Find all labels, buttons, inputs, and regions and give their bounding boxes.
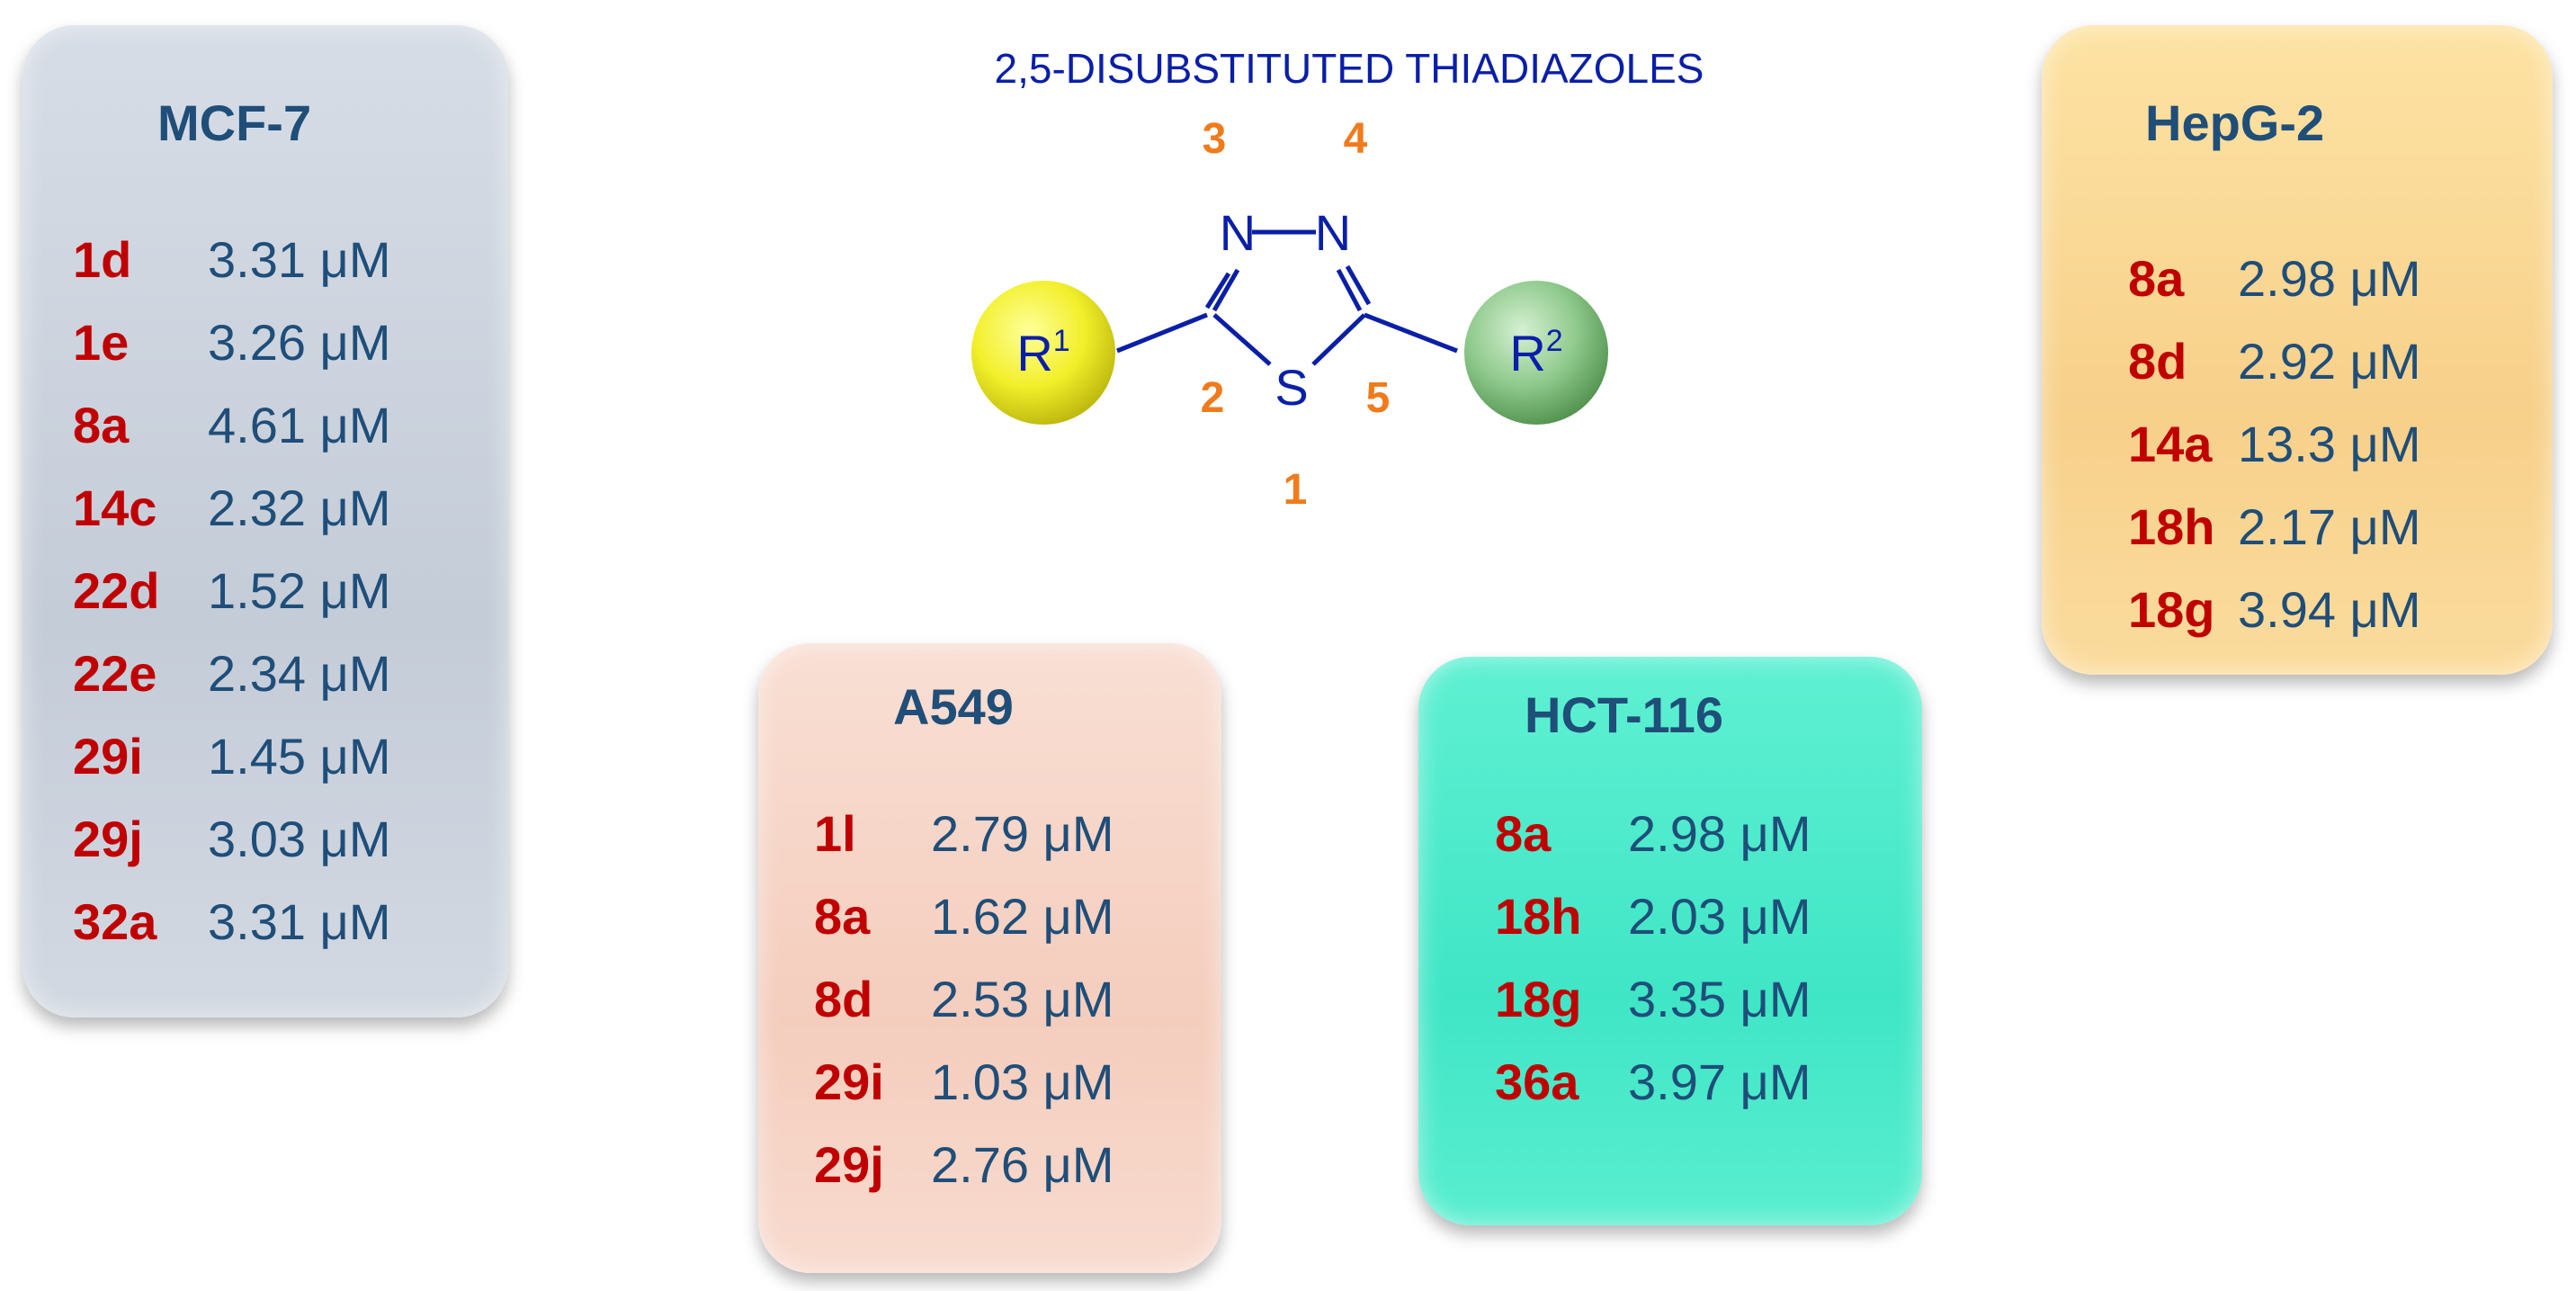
activity-row: 8a 4.61 μM bbox=[73, 383, 390, 466]
compound-id: 18g bbox=[2128, 580, 2215, 638]
activity-row: 22d 1.52 μM bbox=[73, 549, 390, 632]
r1-label: R1 bbox=[1016, 324, 1069, 381]
card-title: HepG-2 bbox=[2145, 94, 2325, 151]
position-label-2: 2 bbox=[1201, 374, 1225, 422]
ic50-value: 2.17 μM bbox=[2238, 498, 2421, 555]
ic50-value: 2.03 μM bbox=[1628, 887, 1811, 945]
compound-id: 22d bbox=[73, 561, 160, 619]
ic50-value: 2.98 μM bbox=[2238, 249, 2421, 307]
compound-id: 29i bbox=[73, 727, 143, 784]
ic50-value: 2.92 μM bbox=[2238, 332, 2421, 390]
compound-id: 29i bbox=[814, 1053, 884, 1110]
compound-id: 1e bbox=[73, 313, 130, 371]
compound-id: 8a bbox=[73, 396, 130, 453]
activity-row: 8a 2.98 μM bbox=[1495, 792, 1811, 874]
ring-bonds bbox=[1116, 229, 1458, 366]
compound-id: 8a bbox=[1495, 804, 1552, 862]
compound-id: 14a bbox=[2128, 415, 2213, 472]
ic50-value: 13.3 μM bbox=[2238, 415, 2421, 472]
card-title: A549 bbox=[893, 678, 1014, 735]
ic50-value: 3.97 μM bbox=[1628, 1053, 1811, 1110]
compound-id: 18g bbox=[1495, 970, 1582, 1027]
ic50-value: 1.62 μM bbox=[931, 887, 1114, 945]
ic50-value: 2.32 μM bbox=[208, 479, 391, 536]
activity-row: 8a 2.98 μM bbox=[2128, 237, 2420, 319]
ic50-value: 3.03 μM bbox=[208, 810, 391, 867]
ic50-value: 2.34 μM bbox=[208, 644, 391, 702]
r1-sphere bbox=[971, 281, 1115, 425]
activity-row: 29i 1.03 μM bbox=[814, 1040, 1114, 1123]
ic50-value: 2.53 μM bbox=[931, 970, 1114, 1027]
activity-row: 18h 2.17 μM bbox=[2128, 485, 2420, 568]
compound-id: 18h bbox=[2128, 498, 2215, 555]
compound-id: 18h bbox=[1495, 887, 1582, 945]
ic50-value: 1.45 μM bbox=[208, 727, 391, 784]
compound-id: 29j bbox=[814, 1135, 884, 1193]
ic50-value: 4.61 μM bbox=[208, 396, 391, 453]
activity-list: 1d 3.31 μM 1e 3.26 μM 8a 4.61 μM 14c 2.32 μM… bbox=[73, 218, 390, 963]
card-title: MCF-7 bbox=[157, 94, 312, 151]
ic50-value: 3.26 μM bbox=[208, 313, 391, 371]
ic50-value: 1.03 μM bbox=[931, 1053, 1114, 1110]
activity-list: 1l 2.79 μM 8a 1.62 μM 8d 2.53 μM 29i 1.03 μM… bbox=[814, 792, 1114, 1206]
substituent-r2: R2 bbox=[1464, 281, 1608, 425]
activity-row: 18h 2.03 μM bbox=[1495, 874, 1811, 957]
activity-row: 32a 3.31 μM bbox=[73, 880, 390, 963]
card-a549: A549 1l 2.79 μM 8a 1.62 μM 8d 2.53 μM 29i 1.… bbox=[758, 643, 1221, 1273]
position-label-5: 5 bbox=[1366, 374, 1391, 422]
position-label-1: 1 bbox=[1284, 466, 1308, 514]
card-hct116: HCT-116 8a 2.98 μM 18h 2.03 μM 18g 3.35 μM … bbox=[1418, 657, 1922, 1225]
compound-id: 8d bbox=[2128, 332, 2187, 390]
activity-row: 1d 3.31 μM bbox=[73, 218, 390, 300]
compound-id: 29j bbox=[73, 810, 143, 867]
card-mcf7: MCF-7 1d 3.31 μM 1e 3.26 μM 8a 4.61 μM 14c 2… bbox=[22, 25, 508, 1018]
activity-row: 1e 3.26 μM bbox=[73, 300, 390, 383]
compound-id: 32a bbox=[73, 892, 157, 950]
compound-id: 1d bbox=[73, 230, 132, 288]
activity-row: 29i 1.45 μM bbox=[73, 714, 390, 797]
thiadiazole-structure: 2,5-DISUBSTITUTED THIADIAZOLES 3 4 2 5 1… bbox=[971, 45, 1704, 514]
atom-n4: N bbox=[1315, 204, 1351, 261]
compound-id: 8a bbox=[814, 887, 871, 945]
ic50-value: 3.35 μM bbox=[1628, 970, 1811, 1027]
ic50-value: 3.31 μM bbox=[208, 892, 391, 950]
atom-s1: S bbox=[1275, 359, 1308, 416]
activity-row: 14c 2.32 μM bbox=[73, 466, 390, 549]
atom-n3: N bbox=[1220, 204, 1256, 261]
ic50-value: 3.31 μM bbox=[208, 230, 391, 288]
ic50-value: 1.52 μM bbox=[208, 561, 391, 619]
ic50-value: 2.98 μM bbox=[1628, 804, 1811, 862]
activity-row: 1l 2.79 μM bbox=[814, 792, 1114, 874]
card-title: HCT-116 bbox=[1525, 686, 1723, 743]
activity-row: 14a 13.3 μM bbox=[2128, 402, 2420, 485]
compound-id: 8d bbox=[814, 970, 873, 1027]
ic50-value: 2.79 μM bbox=[931, 804, 1114, 862]
card-hepg2: HepG-2 8a 2.98 μM 8d 2.92 μM 14a 13.3 μM 18… bbox=[2042, 25, 2553, 675]
structure-title: 2,5-DISUBSTITUTED THIADIAZOLES bbox=[995, 45, 1704, 92]
r2-label: R2 bbox=[1509, 324, 1562, 381]
ic50-value: 3.94 μM bbox=[2238, 580, 2421, 638]
compound-id: 14c bbox=[73, 479, 157, 536]
position-label-4: 4 bbox=[1344, 115, 1368, 163]
substituent-r1: R1 bbox=[971, 281, 1115, 425]
activity-list: 8a 2.98 μM 8d 2.92 μM 14a 13.3 μM 18h 2.17 μ… bbox=[2128, 237, 2420, 650]
activity-row: 18g 3.94 μM bbox=[2128, 568, 2420, 650]
compound-id: 36a bbox=[1495, 1053, 1579, 1110]
position-label-3: 3 bbox=[1203, 115, 1227, 163]
activity-row: 18g 3.35 μM bbox=[1495, 957, 1811, 1040]
compound-id: 8a bbox=[2128, 249, 2185, 307]
activity-row: 8d 2.53 μM bbox=[814, 957, 1114, 1040]
compound-id: 1l bbox=[814, 804, 856, 862]
ic50-value: 2.76 μM bbox=[931, 1135, 1114, 1193]
activity-list: 8a 2.98 μM 18h 2.03 μM 18g 3.35 μM 36a 3.97 … bbox=[1495, 792, 1811, 1123]
activity-row: 8d 2.92 μM bbox=[2128, 319, 2420, 402]
activity-row: 29j 2.76 μM bbox=[814, 1123, 1114, 1206]
activity-row: 36a 3.97 μM bbox=[1495, 1040, 1811, 1123]
compound-id: 22e bbox=[73, 644, 157, 702]
activity-row: 22e 2.34 μM bbox=[73, 632, 390, 714]
r2-sphere bbox=[1464, 281, 1608, 425]
activity-row: 8a 1.62 μM bbox=[814, 874, 1114, 957]
activity-row: 29j 3.03 μM bbox=[73, 797, 390, 880]
